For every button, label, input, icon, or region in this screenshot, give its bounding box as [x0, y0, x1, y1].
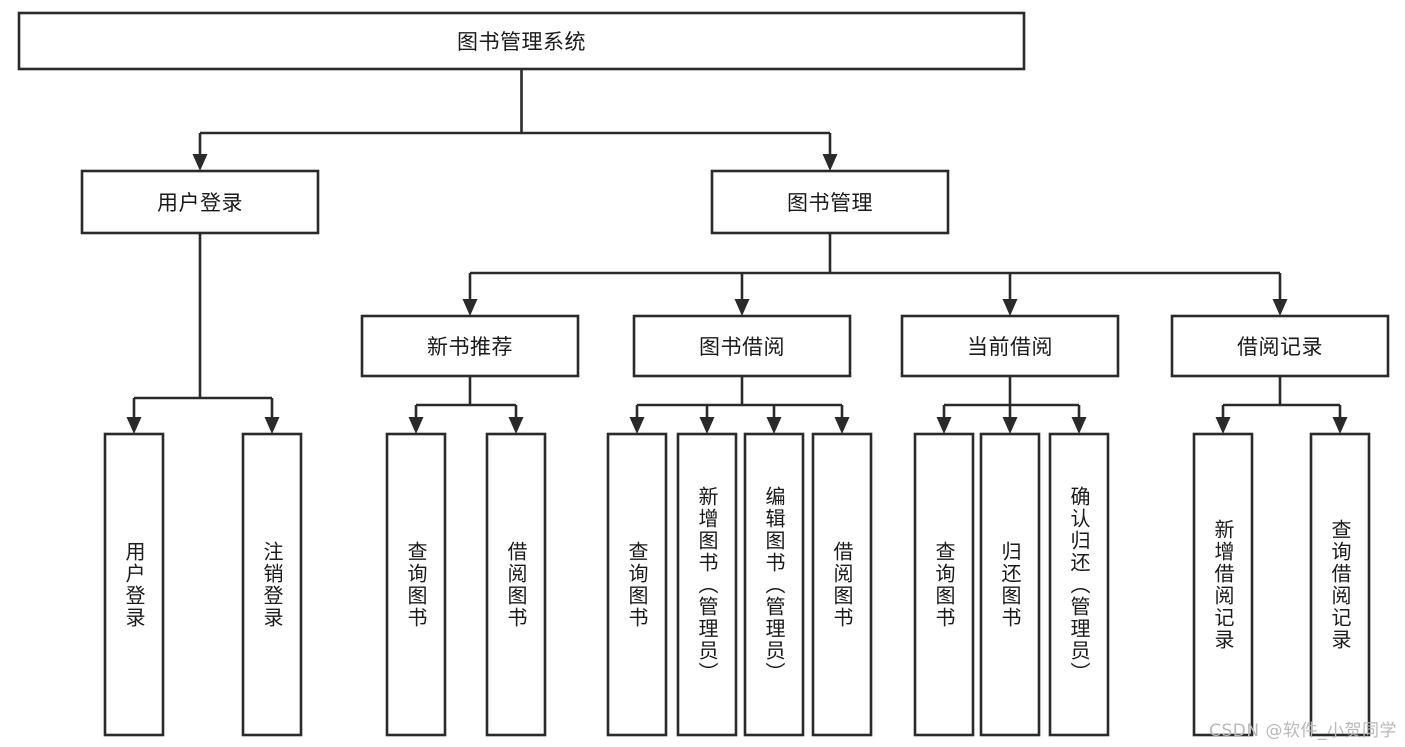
- watermark: CSDN @软件_小贺同学: [1209, 721, 1397, 741]
- node-box-leaf-add-book-admin[interactable]: [676, 432, 738, 737]
- node-box-leaf-query-book-borrow[interactable]: [606, 432, 668, 737]
- arrowhead-icon: [126, 417, 142, 434]
- node-box-current-borrow[interactable]: [900, 314, 1120, 378]
- arrowhead-icon: [1071, 417, 1087, 434]
- arrowhead-icon: [508, 417, 524, 434]
- node-box-leaf-return-book[interactable]: [979, 432, 1041, 737]
- arrowhead-icon: [1002, 299, 1018, 316]
- node-box-leaf-query-borrow-record[interactable]: [1309, 432, 1371, 737]
- arrowhead-icon: [699, 417, 715, 434]
- arrowhead-icon: [1332, 417, 1348, 434]
- node-box-leaf-user-login[interactable]: [103, 432, 165, 737]
- node-box-leaf-edit-book-admin[interactable]: [743, 432, 805, 737]
- connector-layer: [126, 69, 1348, 434]
- arrowhead-icon: [264, 417, 280, 434]
- node-box-leaf-borrow-book[interactable]: [811, 432, 873, 737]
- node-box-leaf-confirm-return-admin[interactable]: [1048, 432, 1110, 737]
- arrowhead-icon: [822, 154, 838, 171]
- node-box-book-borrow[interactable]: [632, 314, 852, 378]
- node-box-user-login[interactable]: [80, 169, 320, 235]
- node-box-borrow-record[interactable]: [1170, 314, 1390, 378]
- arrowhead-icon: [834, 417, 850, 434]
- node-box-book-manage[interactable]: [710, 169, 950, 235]
- arrowhead-icon: [629, 417, 645, 434]
- arrowhead-icon: [1215, 417, 1231, 434]
- arrowhead-icon: [766, 417, 782, 434]
- arrowhead-icon: [936, 417, 952, 434]
- arrowhead-icon: [1002, 417, 1018, 434]
- node-box-leaf-query-book-current[interactable]: [913, 432, 975, 737]
- arrowhead-icon: [408, 417, 424, 434]
- node-box-root[interactable]: [17, 11, 1026, 71]
- arrowhead-icon: [192, 154, 208, 171]
- node-box-new-book-recommend[interactable]: [360, 314, 580, 378]
- arrowhead-icon: [462, 299, 478, 316]
- node-box-leaf-borrow-book-recommend[interactable]: [485, 432, 547, 737]
- node-box-leaf-query-book-recommend[interactable]: [385, 432, 447, 737]
- arrowhead-icon: [1272, 299, 1288, 316]
- box-layer: [17, 11, 1390, 737]
- node-box-leaf-user-logout[interactable]: [241, 432, 303, 737]
- arrowhead-icon: [734, 299, 750, 316]
- node-box-leaf-add-borrow-record[interactable]: [1192, 432, 1254, 737]
